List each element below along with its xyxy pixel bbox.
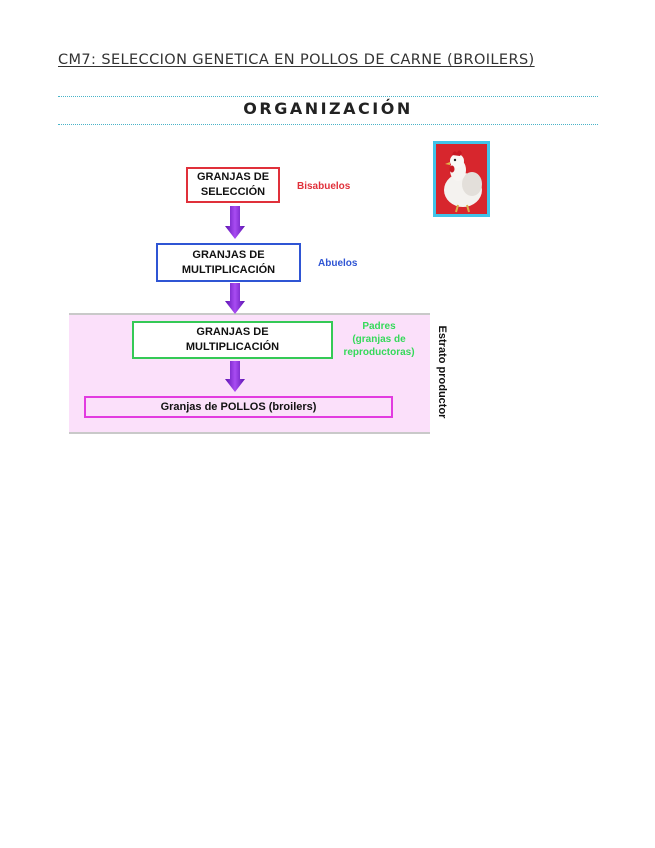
multiplication-farms-box-2: GRANJAS DE MULTIPLICACIÓN xyxy=(132,321,333,359)
generation-label-grandparents: Abuelos xyxy=(318,258,358,269)
document-title: CM7: SELECCION GENETICA EN POLLOS DE CAR… xyxy=(58,52,535,68)
selection-farms-label: GRANJAS DE SELECCIÓN xyxy=(196,171,270,198)
multiplication-farms-label-1: GRANJAS DE MULTIPLICACIÓN xyxy=(181,248,276,276)
top-divider xyxy=(58,96,598,97)
generation-label-parents: Padres (granjas de reproductoras) xyxy=(343,321,415,358)
broiler-farms-box: Granjas de POLLOS (broilers) xyxy=(84,396,393,418)
down-arrow-icon xyxy=(225,283,245,314)
multiplication-farms-box-1: GRANJAS DE MULTIPLICACIÓN xyxy=(156,243,301,282)
down-arrow-icon xyxy=(225,361,245,392)
stratum-label: Estrato productor xyxy=(436,325,448,419)
generation-label-great-grandparents: Bisabuelos xyxy=(297,181,351,192)
bottom-divider xyxy=(58,124,598,125)
down-arrow-icon xyxy=(225,206,245,239)
multiplication-farms-label-2: GRANJAS DE MULTIPLICACIÓN xyxy=(185,326,280,353)
selection-farms-box: GRANJAS DE SELECCIÓN xyxy=(186,167,280,203)
broiler-farms-label: Granjas de POLLOS (broilers) xyxy=(160,400,317,413)
chicken-photo-icon xyxy=(433,141,490,217)
section-title: ORGANIZACIÓN xyxy=(243,99,413,118)
